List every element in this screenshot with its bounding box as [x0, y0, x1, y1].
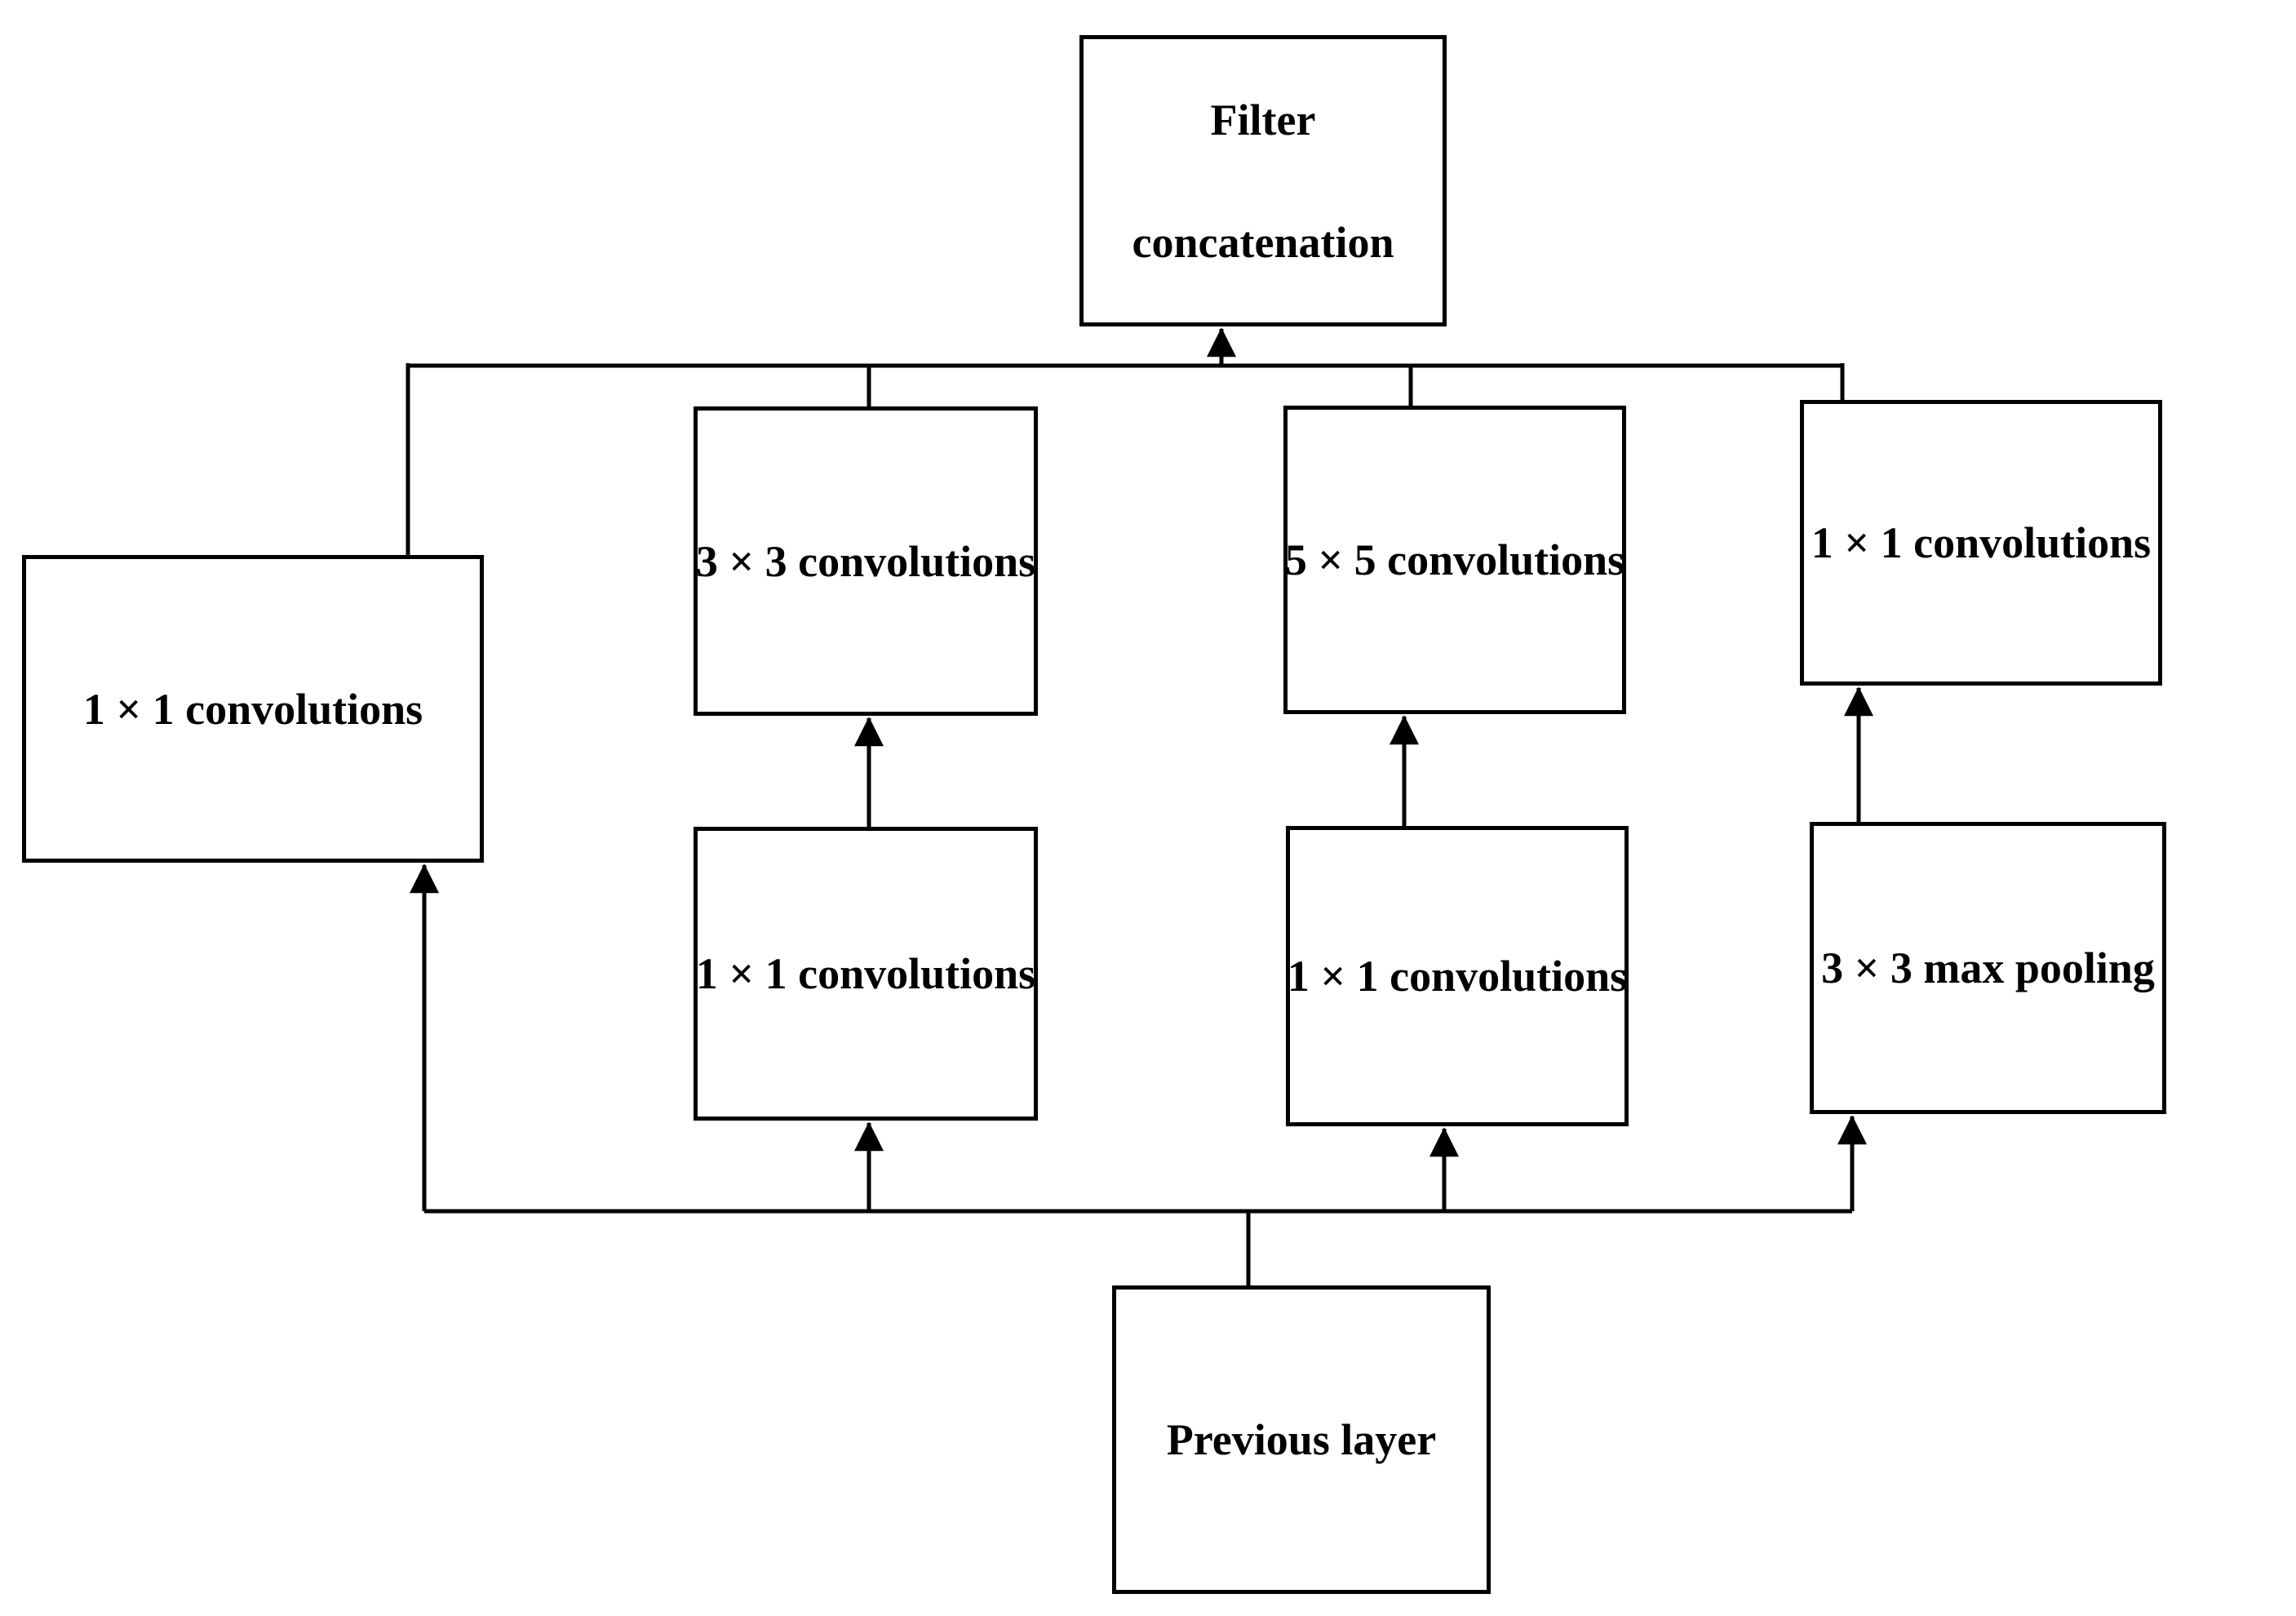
- node-label: Previous layer: [1166, 1415, 1437, 1464]
- node-5x5-convolutions: 5 × 5 convolutions: [1283, 406, 1626, 714]
- node-label: 3 × 3 max pooling: [1821, 943, 2155, 992]
- node-label-line2: concatenation: [1132, 217, 1394, 267]
- node-1x1-convolutions-branch-2: 1 × 1 convolutions: [694, 827, 1038, 1121]
- node-1x1-convolutions-branch-3: 1 × 1 convolutions: [1286, 826, 1629, 1126]
- node-3x3-convolutions: 3 × 3 convolutions: [694, 406, 1038, 716]
- node-label: Filter concatenation: [1132, 59, 1394, 304]
- node-label: 3 × 3 convolutions: [695, 536, 1036, 586]
- node-3x3-max-pooling: 3 × 3 max pooling: [1810, 822, 2166, 1114]
- node-1x1-convolutions-branch-4: 1 × 1 convolutions: [1800, 400, 2162, 686]
- node-label: 1 × 1 convolutions: [1811, 518, 2152, 567]
- node-previous-layer: Previous layer: [1112, 1285, 1491, 1594]
- node-label: 1 × 1 convolutions: [1287, 952, 1628, 1001]
- node-filter-concatenation: Filter concatenation: [1079, 35, 1447, 326]
- node-label: 1 × 1 convolutions: [82, 684, 423, 734]
- node-label: 5 × 5 convolutions: [1284, 535, 1625, 584]
- node-label-line1: Filter: [1210, 95, 1316, 144]
- node-1x1-convolutions-branch-1: 1 × 1 convolutions: [22, 555, 484, 863]
- node-label: 1 × 1 convolutions: [695, 949, 1036, 998]
